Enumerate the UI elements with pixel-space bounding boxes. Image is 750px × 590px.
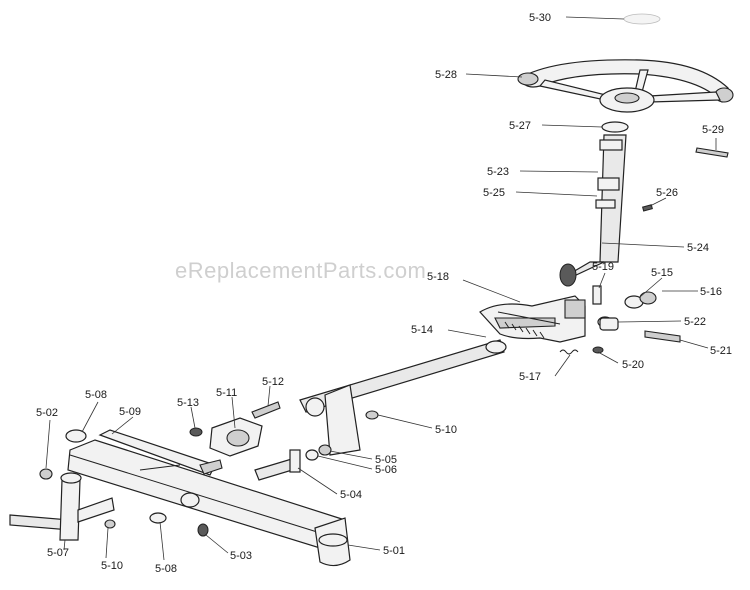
steering-column [559, 121, 629, 287]
front-axle [67, 439, 351, 567]
drag-link [299, 339, 507, 456]
bolt-5-21 [644, 330, 681, 343]
callout-5-30: 5-30 [529, 12, 551, 24]
nut-5-05 [318, 444, 332, 456]
callout-5-23: 5-23 [487, 166, 509, 178]
callout-5-18: 5-18 [427, 271, 449, 283]
callout-labels: 5-30 5-28 5-27 5-29 5-23 5-25 5-26 5-24 … [36, 12, 732, 575]
washer-5-08-lower [149, 512, 167, 524]
callout-5-05: 5-05 [375, 454, 397, 466]
callout-5-06: 5-06 [375, 464, 397, 476]
bearing-5-11 [209, 417, 263, 457]
callout-5-11: 5-11 [216, 387, 237, 399]
nut-5-13 [189, 427, 203, 437]
callout-5-21: 5-21 [710, 345, 732, 357]
callout-5-10-upper: 5-10 [435, 424, 457, 436]
callout-5-08-upper: 5-08 [85, 389, 107, 401]
spring-5-17 [559, 349, 579, 355]
callout-5-12: 5-12 [262, 376, 284, 388]
stud-5-19 [592, 285, 602, 305]
wheel-cap [623, 13, 661, 25]
pin-5-29 [695, 147, 729, 158]
fitting-5-02 [39, 468, 53, 480]
callout-5-10-lower: 5-10 [101, 560, 123, 572]
callout-5-07: 5-07 [47, 547, 69, 559]
fitting-5-03 [197, 523, 209, 537]
callout-5-14: 5-14 [411, 324, 433, 336]
callout-5-02: 5-02 [36, 407, 58, 419]
leader-lines [45, 16, 717, 561]
axle-beam-5-09 [98, 429, 223, 476]
callout-5-22: 5-22 [684, 316, 706, 328]
watermark: eReplacementParts.com [175, 258, 427, 283]
callout-5-16: 5-16 [700, 286, 722, 298]
nut-5-16 [639, 291, 657, 305]
callout-5-03: 5-03 [230, 550, 252, 562]
key-5-26 [642, 204, 653, 212]
callout-5-19: 5-19 [592, 261, 614, 273]
callout-5-13: 5-13 [177, 397, 199, 409]
callout-5-24: 5-24 [687, 242, 709, 254]
nut-5-10-lower [104, 519, 116, 529]
callout-5-26: 5-26 [656, 187, 678, 199]
nut-5-10-upper [365, 410, 379, 420]
callout-5-15: 5-15 [651, 267, 673, 279]
bolt-5-12 [251, 401, 281, 419]
steering-gear-bracket [479, 295, 613, 343]
callout-5-27: 5-27 [509, 120, 531, 132]
callout-5-01: 5-01 [383, 545, 405, 557]
callout-5-08-lower: 5-08 [155, 563, 177, 575]
bushing-5-22 [599, 317, 619, 331]
steering-wheel [517, 59, 734, 113]
callout-5-09: 5-09 [119, 406, 141, 418]
callout-5-04: 5-04 [340, 489, 362, 501]
spindle-5-07 [9, 472, 115, 541]
callout-5-17: 5-17 [519, 371, 541, 383]
washer-5-06 [305, 449, 319, 461]
washer-5-08-upper [65, 429, 87, 443]
callout-5-20: 5-20 [622, 359, 644, 371]
callout-5-28: 5-28 [435, 69, 457, 81]
callout-5-25: 5-25 [483, 187, 505, 199]
pin-5-04 [254, 449, 301, 481]
washer-5-20 [592, 346, 604, 354]
callout-5-29: 5-29 [702, 124, 724, 136]
